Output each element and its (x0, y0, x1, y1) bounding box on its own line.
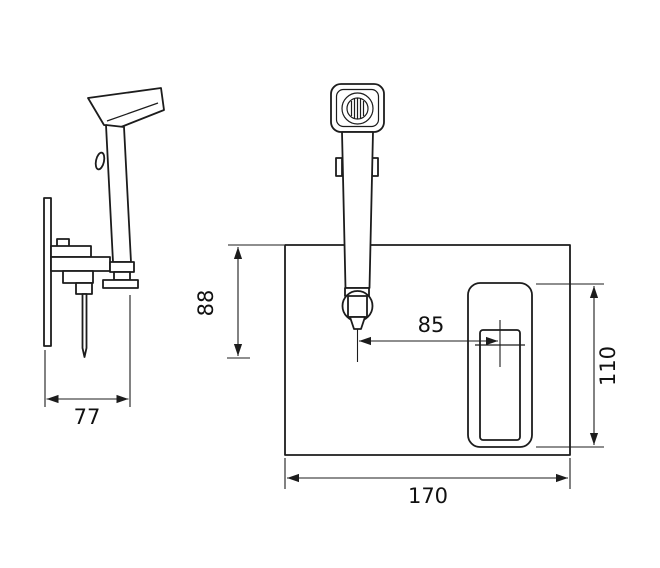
dim-77-label: 77 (74, 405, 101, 429)
dimension-110: 110 (536, 283, 620, 448)
dim-88-label: 88 (194, 290, 218, 317)
dimension-77: 77 (44, 295, 131, 429)
head-detail-line (106, 102, 159, 122)
outlet-tip (349, 316, 366, 330)
valve-step (62, 270, 94, 284)
spray-dial-inner (346, 97, 369, 120)
hose-needle (81, 293, 88, 358)
hanger-tab-left (335, 157, 343, 177)
front-view (284, 83, 571, 456)
sprayer-head-side (87, 87, 165, 128)
sprayer-handle (341, 131, 374, 289)
side-view (43, 87, 165, 358)
sprayer-handle-side (105, 124, 132, 263)
dimension-85: 85 (359, 313, 501, 367)
wall-plate (43, 197, 52, 347)
dim-85-label: 85 (418, 313, 445, 337)
spray-dial-knurl (350, 98, 365, 119)
bracket-shelf (102, 279, 139, 289)
dim-170-label: 170 (408, 484, 448, 508)
dimension-88: 88 (194, 244, 284, 359)
dimension-170: 170 (284, 458, 571, 508)
trigger-knob (94, 151, 106, 171)
handle-collar (109, 261, 135, 273)
sprayer-head-inner (335, 88, 380, 128)
handle-collar-lower (113, 271, 131, 281)
outlet-nut (347, 295, 368, 318)
hose-connector (75, 282, 93, 295)
valve-body (50, 256, 111, 272)
bracket-arm (50, 245, 92, 258)
dim-110-label: 110 (596, 346, 620, 386)
spray-dial-outer (341, 92, 374, 125)
